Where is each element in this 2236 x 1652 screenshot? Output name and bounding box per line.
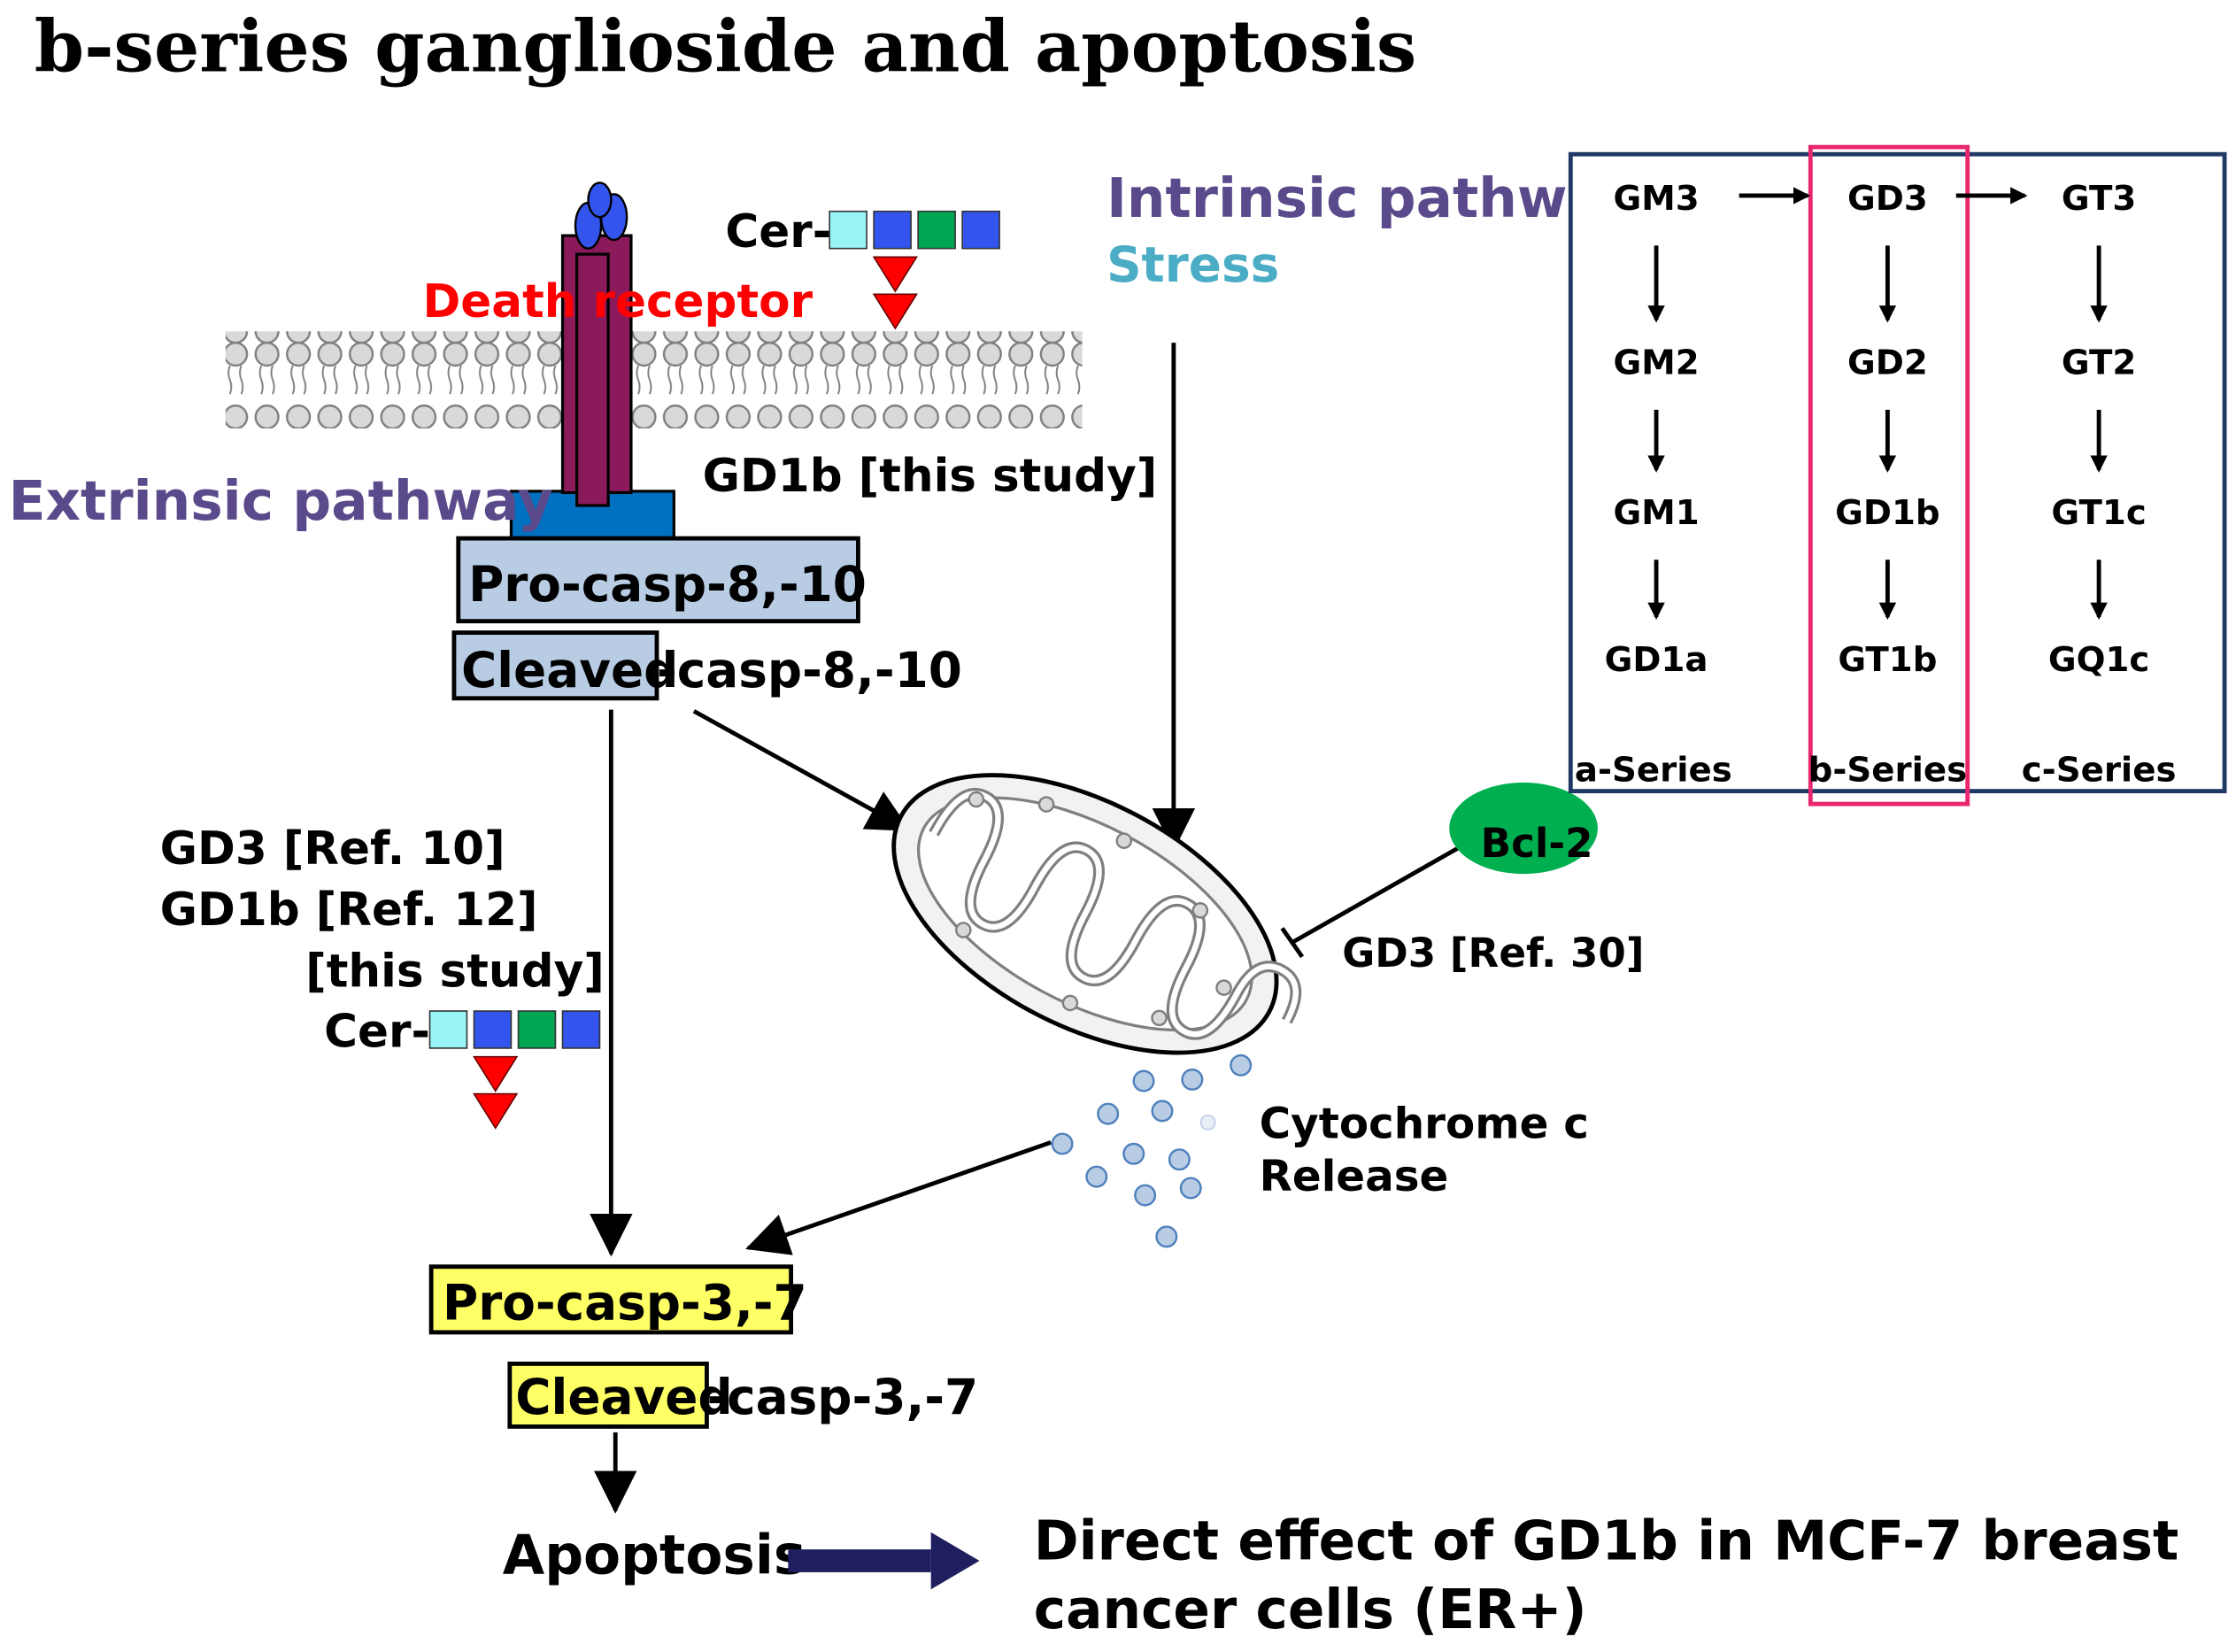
sugar-residue bbox=[428, 1010, 468, 1049]
b-series-footer: b-Series bbox=[1808, 750, 1968, 790]
cer-label-left: Cer- bbox=[324, 1005, 430, 1058]
cleaved-casp-3-box bbox=[507, 1361, 709, 1429]
sugar-chain-top bbox=[829, 210, 1000, 250]
cell-membrane bbox=[225, 331, 1083, 428]
apoptosis-label: Apoptosis bbox=[503, 1525, 806, 1587]
direct-effect-line2: cancer cells (ER+) bbox=[1034, 1579, 1587, 1641]
b-series-item-gd3: GD3 bbox=[1847, 179, 1928, 219]
cleaved-casp-8-box bbox=[451, 630, 659, 701]
sugar-residue bbox=[873, 210, 912, 250]
b-series-item-gd1b: GD1b bbox=[1835, 493, 1940, 533]
b-series-item-gt1b: GT1b bbox=[1838, 640, 1937, 680]
c-series-footer: c-Series bbox=[2022, 750, 2177, 790]
cleaved-label-1: Cleaved bbox=[461, 642, 678, 699]
casp-8-10-suffix: -casp-8,-10 bbox=[657, 642, 962, 699]
cer-label-top: Cer- bbox=[725, 205, 831, 259]
intrinsic-pathway-label: Intrinsic pathway bbox=[1106, 167, 1638, 230]
c-series-item-gt2: GT2 bbox=[2062, 344, 2136, 383]
sugar-residue bbox=[961, 210, 1000, 250]
pathway-arrows bbox=[590, 343, 1196, 1514]
gd3-ref30-label: GD3 [Ref. 30] bbox=[1342, 930, 1644, 977]
sugar-residue bbox=[473, 1010, 513, 1049]
c-series-item-gt3: GT3 bbox=[2062, 179, 2136, 219]
mitochondrion-icon bbox=[891, 773, 1302, 1055]
sugar-residue bbox=[517, 1010, 557, 1049]
page-title: b-series ganglioside and apoptosis bbox=[35, 5, 1417, 89]
pro-casp-8-10-box bbox=[456, 536, 860, 624]
navy-right-arrow bbox=[788, 1532, 980, 1590]
a-series-item-gm1: GM1 bbox=[1613, 493, 1699, 533]
extrinsic-pathway-label: Extrinsic pathway bbox=[9, 470, 553, 533]
death-receptor-icon bbox=[509, 181, 675, 542]
bcl2-oval bbox=[1449, 782, 1598, 875]
bcl2-label: Bcl-2 bbox=[1481, 820, 1593, 867]
a-series-footer: a-Series bbox=[1575, 750, 1732, 790]
sugar-residue bbox=[917, 210, 956, 250]
cytochrome-c-label: Cytochrome c bbox=[1260, 1100, 1589, 1149]
b-series-highlight bbox=[1808, 144, 1970, 807]
c-series-item-gt1c: GT1c bbox=[2051, 493, 2146, 533]
a-series-item-gm2: GM2 bbox=[1613, 344, 1699, 383]
b-series-item-gd2: GD2 bbox=[1847, 344, 1928, 383]
pro-casp-8-10-label: Pro-casp-8,-10 bbox=[468, 556, 867, 613]
gd1b-ref12-label: GD1b [Ref. 12] bbox=[160, 884, 538, 937]
a-series-item-gd1a: GD1a bbox=[1605, 640, 1708, 680]
sugar-residue bbox=[561, 1010, 601, 1049]
c-series-item-gq1c: GQ1c bbox=[2048, 640, 2150, 680]
cleaved-label-2: Cleaved bbox=[515, 1369, 732, 1425]
pro-casp-3-7-box bbox=[428, 1264, 794, 1335]
this-study-label: [this study] bbox=[305, 946, 605, 999]
bcl2-inhibition bbox=[1280, 840, 1469, 959]
casp-3-7-suffix: -casp-3,-7 bbox=[706, 1369, 978, 1425]
release-label: Release bbox=[1260, 1152, 1449, 1201]
sugar-chain-left bbox=[428, 1010, 601, 1049]
gd3-ref10-label: GD3 [Ref. 10] bbox=[160, 822, 505, 876]
death-receptor-label: Death receptor bbox=[422, 275, 813, 328]
cytochrome-c-particles bbox=[1051, 1054, 1253, 1248]
red-down-arrows-top bbox=[872, 256, 919, 330]
gd1b-this-study-top: GD1b [this study] bbox=[703, 450, 1158, 503]
pro-casp-3-7-label: Pro-casp-3,-7 bbox=[443, 1274, 807, 1331]
a-series-item-gm3: GM3 bbox=[1613, 179, 1699, 219]
direct-effect-line1: Direct effect of GD1b in MCF-7 breast bbox=[1034, 1509, 2179, 1572]
red-down-arrows-left bbox=[473, 1055, 519, 1130]
sugar-residue bbox=[829, 210, 867, 250]
stress-label: Stress bbox=[1106, 236, 1279, 293]
